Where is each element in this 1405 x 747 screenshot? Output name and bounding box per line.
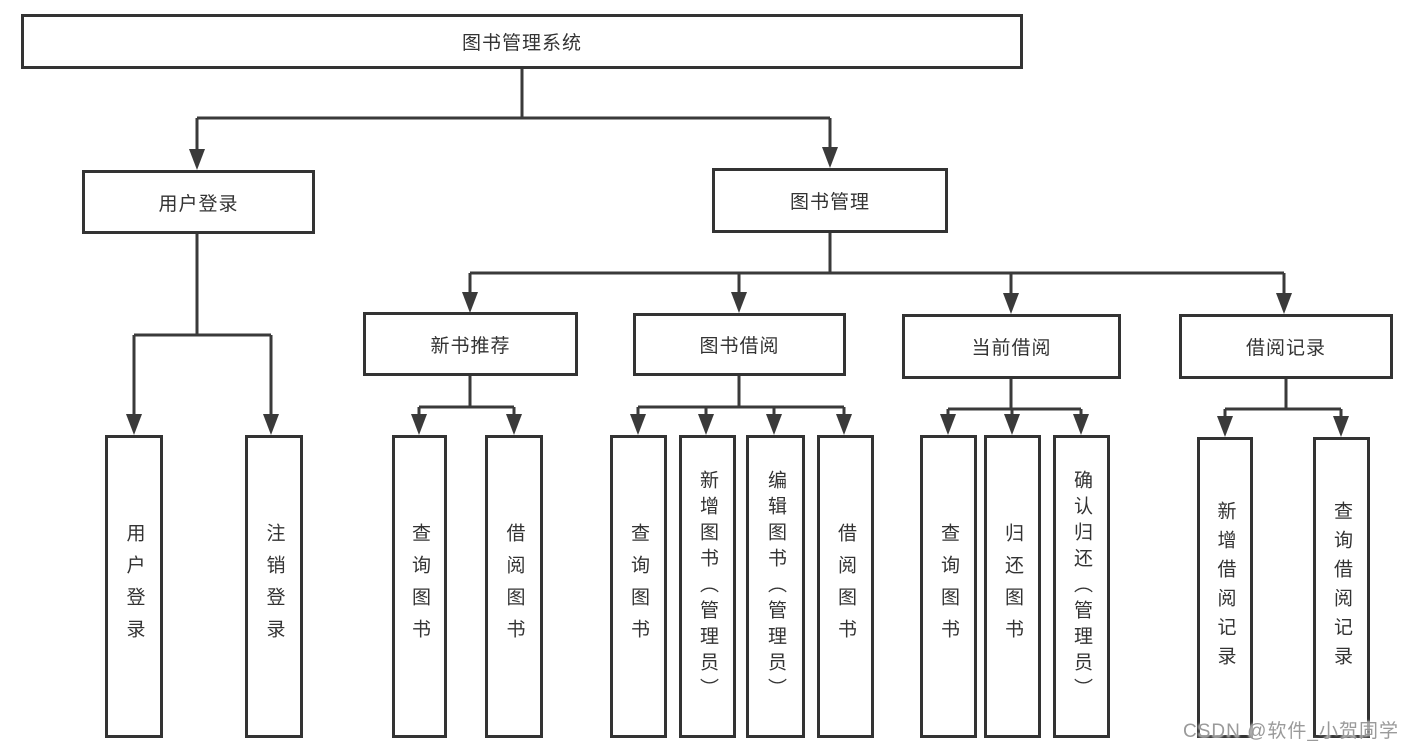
node-label: 编辑图书（管理员） [765,469,786,704]
node-user-login: 用户登录 [82,170,315,234]
node-label: 确认归还（管理员） [1071,469,1092,704]
node-library-management-system: 图书管理系统 [21,14,1023,69]
leaf-query-borrow-record: 查询借阅记录 [1313,437,1370,738]
leaf-confirm-return-admin: 确认归还（管理员） [1053,435,1110,738]
node-label: 查询图书 [628,522,649,651]
node-label: 新书推荐 [430,335,511,357]
leaf-user-login: 用户登录 [105,435,163,738]
node-new-book-recommendation: 新书推荐 [363,312,578,376]
csdn-watermark: CSDN @软件_小贺同学 [1183,721,1399,742]
arrowheads [126,147,1349,437]
node-label: 图书管理系统 [461,33,582,54]
node-book-management: 图书管理 [712,168,948,233]
leaf-borrow-books-recommend: 借阅图书 [485,435,543,738]
node-label: 图书借阅 [699,336,780,357]
node-label: 查询图书 [938,522,959,651]
node-label: 查询图书 [409,522,430,651]
node-label: 当前借阅 [971,338,1052,359]
node-label: 图书管理 [789,192,870,213]
node-book-borrowing: 图书借阅 [633,313,846,376]
node-label: 新增图书（管理员） [697,469,718,704]
leaf-add-books-admin: 新增图书（管理员） [679,435,736,738]
node-current-borrowing: 当前借阅 [902,314,1121,379]
node-label: 借阅图书 [503,522,525,651]
leaf-add-borrow-record: 新增借阅记录 [1197,437,1253,738]
leaf-query-books-recommend: 查询图书 [392,435,447,738]
node-label: 归还图书 [1002,522,1023,651]
node-label: 借阅图书 [835,522,856,651]
leaf-query-books-current: 查询图书 [920,435,977,738]
leaf-logout: 注销登录 [245,435,303,738]
leaf-edit-books-admin: 编辑图书（管理员） [746,435,805,738]
leaf-return-books: 归还图书 [984,435,1041,738]
node-label: 借阅记录 [1245,338,1326,359]
node-label: 新增借阅记录 [1214,500,1236,675]
node-label: 查询借阅记录 [1331,500,1352,675]
node-label: 用户登录 [123,522,145,651]
node-borrowing-records: 借阅记录 [1179,314,1393,379]
node-label: 注销登录 [263,522,285,651]
leaf-query-books-borrowing: 查询图书 [610,435,667,738]
leaf-borrow-books: 借阅图书 [817,435,874,738]
node-label: 用户登录 [158,193,239,215]
